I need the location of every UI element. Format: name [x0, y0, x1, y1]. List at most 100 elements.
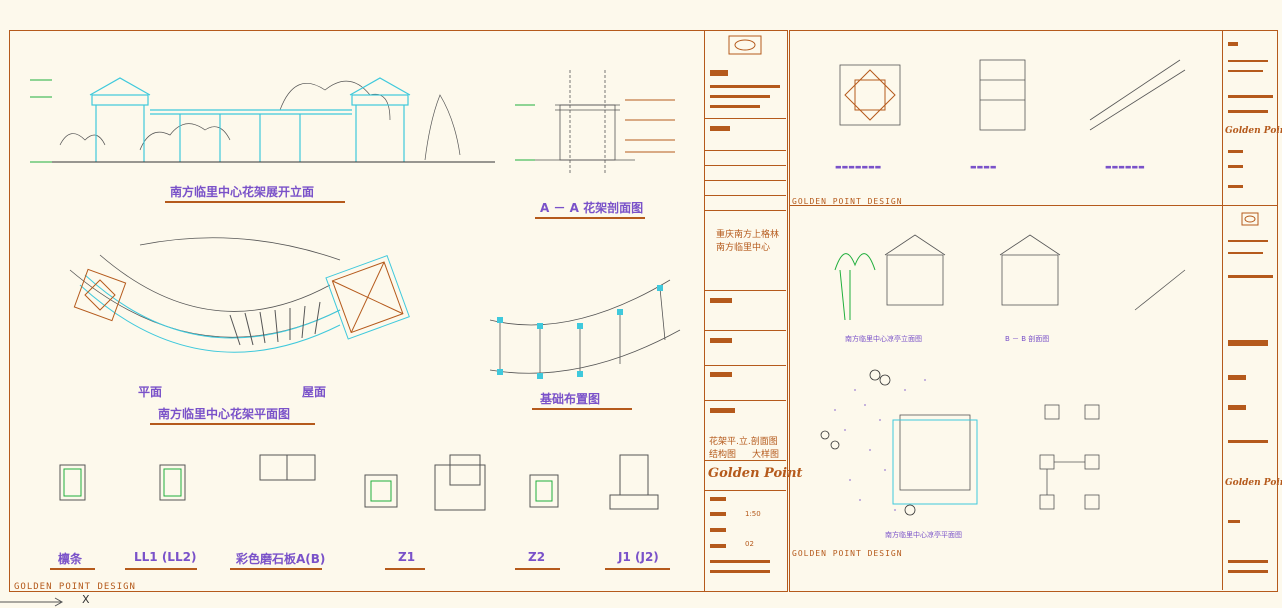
- tb-drawing-line2b: 大样图: [752, 450, 780, 460]
- section-aa-title: A － A 花架剖面图: [540, 201, 644, 215]
- tb-sep-1: [705, 118, 786, 119]
- detail-label-5: Z2: [528, 550, 546, 564]
- tb-sep-9: [705, 365, 786, 366]
- tb-bar-3: [710, 95, 770, 98]
- detail-label-3: 彩色磨石板A(B): [236, 552, 326, 566]
- detail-underline-5: [515, 568, 560, 570]
- right-titleblock-divider: [1222, 30, 1223, 590]
- detail-label-4: Z1: [398, 550, 416, 564]
- tb-project-line1: 重庆南方上格林: [716, 230, 780, 240]
- r-bar-9: [1228, 240, 1268, 242]
- tb-sep-2: [705, 150, 786, 151]
- tb-sep-5: [705, 195, 786, 196]
- upper-title-1: ▬▬▬▬▬▬▬: [835, 163, 882, 171]
- tb-sep-11: [705, 460, 786, 461]
- foundation-drawing: [489, 279, 681, 379]
- tb-bar-15: [710, 570, 770, 573]
- r-bar-7: [1228, 165, 1243, 168]
- r-bar-1: [1228, 42, 1238, 46]
- tb-sheet: 02: [745, 540, 754, 548]
- r-bar-12: [1228, 340, 1268, 346]
- tb-bar-2: [710, 85, 780, 88]
- section-aa-drawing: [515, 70, 675, 175]
- tb-bar-6: [710, 298, 732, 303]
- r-bar-2: [1228, 60, 1268, 62]
- detail-label-6: J1 (J2): [618, 550, 659, 564]
- tb-sep-3: [705, 165, 786, 166]
- tb-bar-10: [710, 497, 726, 501]
- axis-x-label: X: [82, 593, 90, 606]
- detail-drawings: [59, 454, 659, 511]
- elevation-drawing: [30, 77, 495, 163]
- r-bar-3: [1228, 70, 1263, 72]
- left-brand: GOLDEN POINT DESIGN: [14, 582, 136, 592]
- title-block: [704, 30, 788, 592]
- upper-right-drawings: [839, 59, 1186, 131]
- elevation-title: 南方临里中心花架展开立面: [170, 185, 315, 199]
- r-bar-18: [1228, 570, 1268, 573]
- r-bar-14: [1228, 405, 1246, 410]
- r-bar-15: [1228, 440, 1268, 443]
- tb-scale: 1:50: [745, 510, 761, 518]
- upper-title-2: ▬▬▬▬: [970, 163, 997, 171]
- pavilion-elev-title: 南方临里中心凉亭立面图: [845, 335, 922, 343]
- detail-underline-6: [605, 568, 670, 570]
- tb-drawing-line2a: 结构图: [709, 450, 737, 460]
- tb-logo: Golden Point: [708, 466, 803, 481]
- r-bar-17: [1228, 560, 1268, 563]
- tb-sep-10: [705, 400, 786, 401]
- foundation-title-underline: [532, 408, 632, 410]
- lower-right-drawings: [820, 234, 1186, 516]
- tb-bar-13: [710, 544, 726, 548]
- r-bar-13: [1228, 375, 1246, 380]
- tb-bar-7: [710, 338, 732, 343]
- plan-label-left: 平面: [138, 385, 163, 399]
- tb-bar-1: [710, 70, 728, 76]
- right-brand-top: GOLDEN POINT DESIGN: [792, 197, 903, 206]
- r-bar-10: [1228, 252, 1263, 254]
- r-bar-16: [1228, 520, 1240, 523]
- pavilion-plan-title: 南方临里中心凉亭平面图: [885, 531, 962, 539]
- right-logo-b: Golden Point: [1225, 478, 1282, 488]
- right-mid-divider: [789, 205, 1277, 206]
- tb-project-line2: 南方临里中心: [716, 243, 771, 253]
- tb-sep-7: [705, 290, 786, 291]
- tb-bar-11: [710, 512, 726, 516]
- tb-bar-5: [710, 126, 730, 131]
- right-logo-a: Golden Point: [1225, 126, 1282, 136]
- right-sheet-frame: [789, 30, 1278, 592]
- tb-bar-9: [710, 408, 735, 413]
- detail-underline-2: [125, 568, 197, 570]
- detail-underline-3: [230, 568, 322, 570]
- right-tb-logo-icon: [1241, 212, 1259, 226]
- r-bar-11: [1228, 275, 1273, 278]
- right-brand-bottom: GOLDEN POINT DESIGN: [792, 549, 903, 558]
- detail-underline-4: [385, 568, 425, 570]
- foundation-title: 基础布置图: [540, 392, 601, 406]
- upper-title-3: ▬▬▬▬▬▬: [1105, 163, 1145, 171]
- detail-label-1: 檩条: [58, 552, 83, 566]
- tb-bar-14: [710, 560, 770, 563]
- tb-bar-4: [710, 105, 760, 108]
- tb-drawing-line1: 花架平.立.剖面图: [709, 437, 778, 447]
- r-bar-6: [1228, 150, 1243, 153]
- detail-label-2: LL1 (LL2): [134, 550, 197, 564]
- coordinate-axis-icon: [0, 597, 64, 607]
- tb-sep-12: [705, 490, 786, 491]
- section-bb-title: B － B 剖面图: [1005, 335, 1050, 343]
- r-bar-8: [1228, 185, 1243, 188]
- tb-bar-8: [710, 372, 732, 377]
- elevation-title-underline: [165, 201, 345, 203]
- title-block-logo-icon: [728, 35, 762, 55]
- tb-sep-4: [705, 180, 786, 181]
- plan-label-right: 屋面: [302, 385, 327, 399]
- tb-bar-12: [710, 528, 726, 532]
- plan-title-underline: [150, 423, 315, 425]
- tb-sep-6: [705, 210, 786, 211]
- detail-underline-1: [50, 568, 95, 570]
- r-bar-5: [1228, 110, 1268, 113]
- tb-sep-8: [705, 330, 786, 331]
- plan-drawing: [69, 237, 410, 353]
- r-bar-4: [1228, 95, 1273, 98]
- plan-title: 南方临里中心花架平面图: [158, 407, 291, 421]
